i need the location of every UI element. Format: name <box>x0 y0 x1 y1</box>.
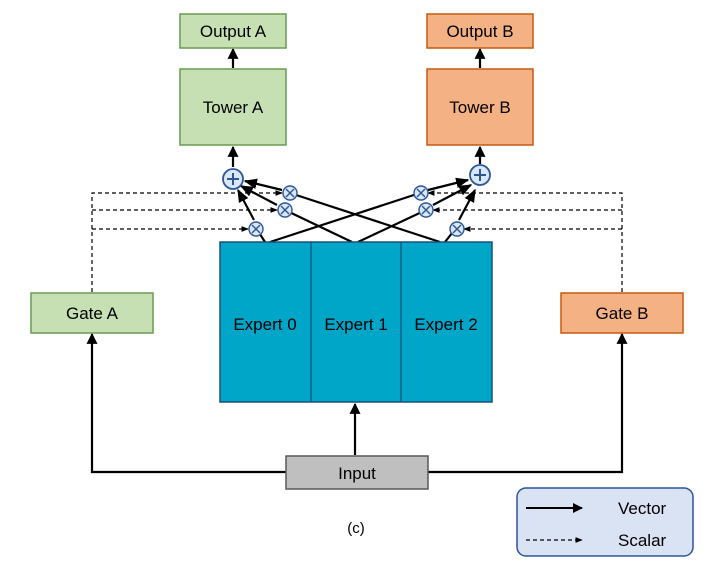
gate-b-box: Gate B <box>560 292 684 334</box>
sum-a-icon <box>222 168 244 190</box>
figure-caption: (c) <box>347 520 365 537</box>
expert-1-label: Expert 1 <box>324 315 387 334</box>
input-to-gate-a-arrow <box>86 332 286 474</box>
mult-a2-to-sum-a <box>243 178 283 192</box>
legend-vector-label: Vector <box>618 499 667 518</box>
mult-a0-to-sum-a <box>237 188 255 221</box>
gate-b-label: Gate B <box>596 304 649 323</box>
gate-b-scalar-0 <box>427 190 623 292</box>
multiply-icons <box>248 185 465 237</box>
legend-scalar-label: Scalar <box>618 531 667 550</box>
expert0-to-mult-b0 <box>269 191 421 244</box>
output-b-label: Output B <box>446 22 513 41</box>
tower-a-label: Tower A <box>203 98 264 117</box>
vector-connections <box>86 47 628 474</box>
input-to-gate-b-arrow <box>428 332 628 474</box>
output-b-box: Output B <box>426 13 534 49</box>
mult-b0-to-sum-b <box>427 177 470 192</box>
gate-a-scalar-0 <box>91 190 283 292</box>
output-a-label: Output A <box>200 22 267 41</box>
multiply-b0-icon <box>413 185 429 201</box>
tower-b-box: Tower B <box>426 68 534 146</box>
scalar-connections <box>91 190 623 292</box>
multiply-b1-icon <box>418 202 434 218</box>
multiply-a2-icon <box>282 185 298 201</box>
mult-b1-to-sum-b <box>432 184 473 206</box>
expert-0-label: Expert 0 <box>233 315 296 334</box>
output-a-box: Output A <box>179 13 287 49</box>
gate-a-box: Gate A <box>30 292 154 334</box>
expert1-to-mult-b1 <box>357 209 427 243</box>
expert-2-label: Expert 2 <box>414 315 477 334</box>
tower-a-box: Tower A <box>179 68 287 146</box>
tower-b-label: Tower B <box>449 98 510 117</box>
mult-b2-to-sum-b <box>458 188 476 221</box>
expert2-to-mult-a2 <box>289 191 441 244</box>
mult-a1-to-sum-a <box>239 185 278 206</box>
input-box: Input <box>285 455 429 490</box>
gate-a-label: Gate A <box>66 304 119 323</box>
legend: Vector Scalar <box>516 487 694 557</box>
multiply-a1-icon <box>277 202 293 218</box>
multiply-b2-icon <box>449 221 465 237</box>
experts-block: Expert 0 Expert 1 Expert 2 <box>219 241 493 403</box>
multiply-a0-icon <box>248 221 264 237</box>
input-label: Input <box>338 464 376 483</box>
sum-b-icon <box>469 164 491 186</box>
